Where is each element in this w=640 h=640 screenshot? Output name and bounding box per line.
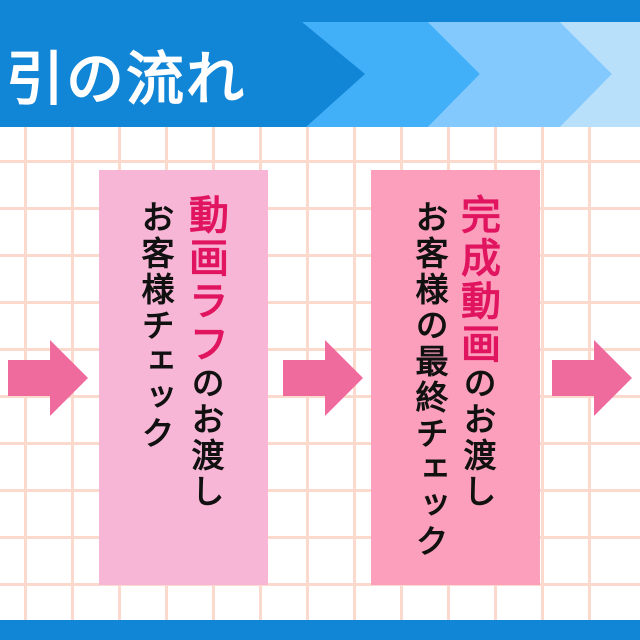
arrow-right-icon (552, 340, 632, 416)
page-title: 引の流れ (6, 45, 247, 113)
title-banner (0, 22, 365, 127)
step-card-final: 完成動画のお渡し お客様の最終チェック (371, 170, 540, 585)
step-line-2: お客様の最終チェック (410, 200, 449, 560)
header-top-strip (0, 0, 640, 23)
step-card-rough: 動画ラフのお渡し お客様チェック (99, 170, 268, 585)
footer-strip (0, 620, 640, 640)
arrow-right-icon (8, 340, 88, 416)
chevron-1 (300, 22, 480, 127)
arrow-right-icon (283, 340, 363, 416)
step-line-2: お客様チェック (136, 200, 175, 452)
step-text: のお渡し (186, 366, 225, 510)
step-line-1: 動画ラフのお渡し (182, 194, 228, 510)
header-chevrons (0, 22, 640, 127)
step-highlight: 動画ラフ (182, 194, 228, 366)
chevron-2 (428, 22, 612, 127)
step-line-1: 完成動画のお渡し (454, 194, 500, 510)
chevron-3 (560, 22, 640, 127)
step-highlight: 完成動画 (454, 194, 500, 366)
step-text: のお渡し (458, 366, 497, 510)
